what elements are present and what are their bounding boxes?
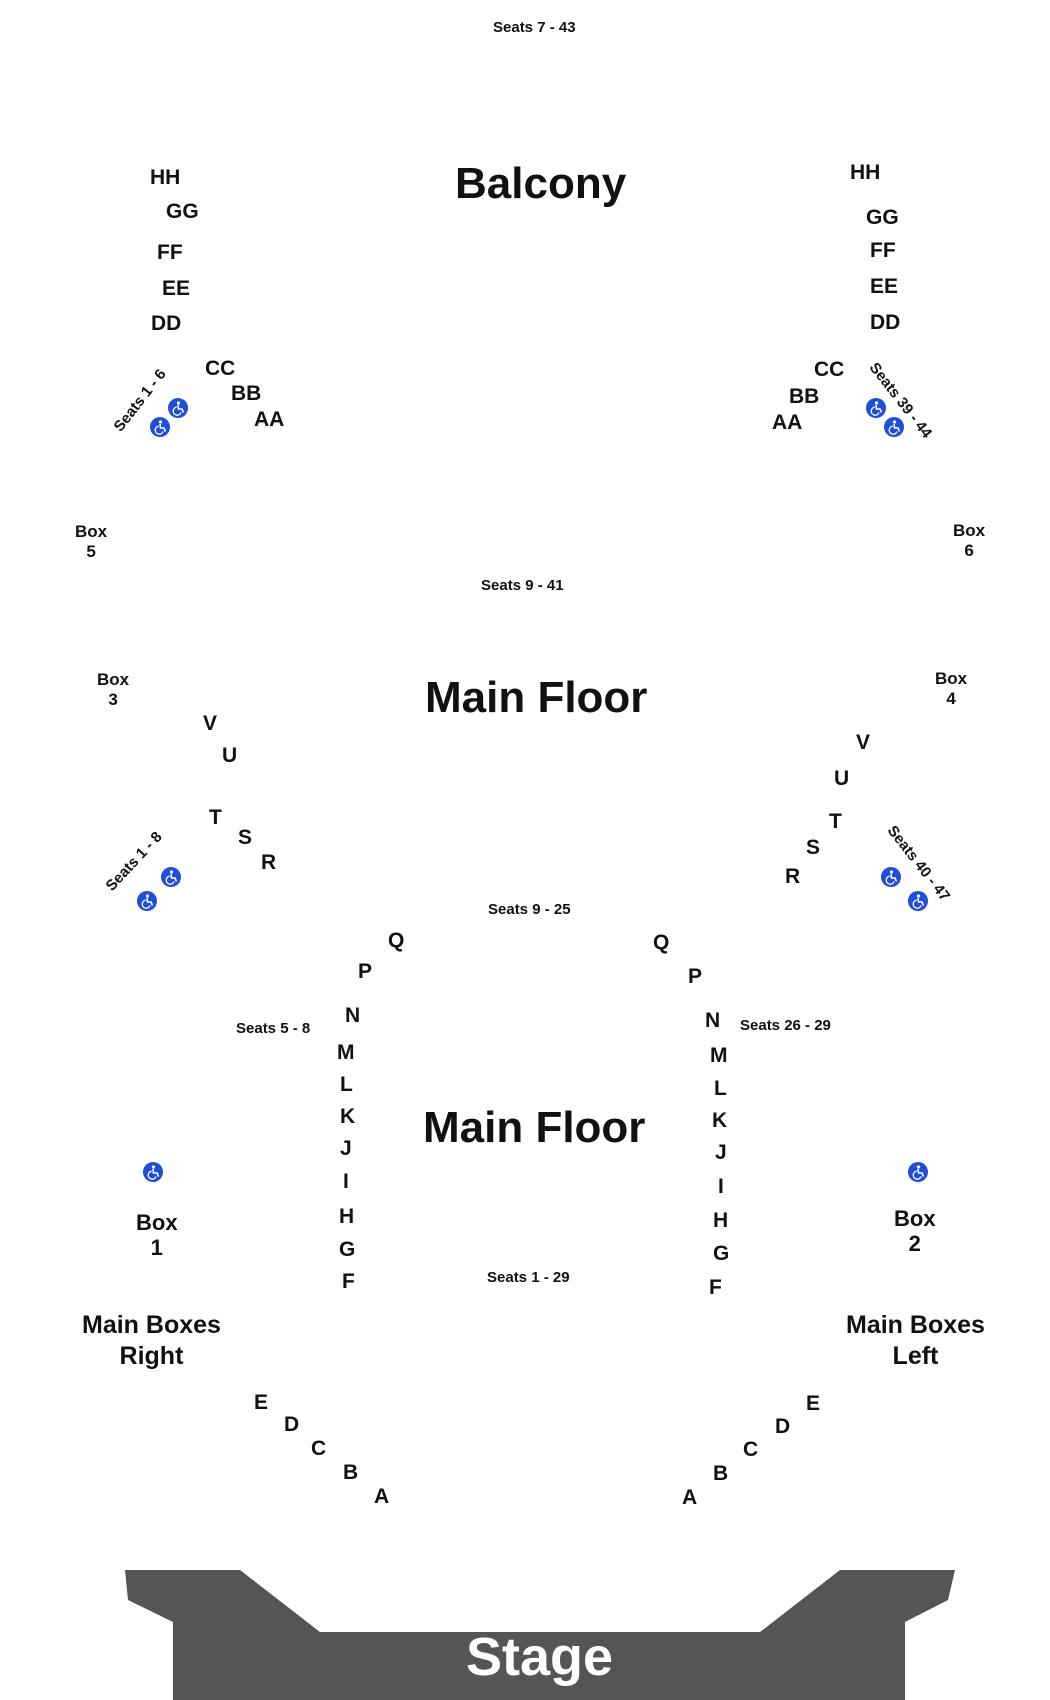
wheelchair-icon [866,398,886,418]
wheelchair-icon [908,891,928,911]
balcony-right-row-bb: BB [789,385,820,408]
lower-left-row-q: Q [388,929,405,952]
main-floor-upper-seats-top: Seats 9 - 41 [481,577,564,594]
lower-left-row-j: J [340,1137,352,1160]
front-left-row-d: D [284,1413,300,1436]
upper-left-row-t: T [209,806,222,829]
lower-right-row-j: J [715,1141,727,1164]
main-floor-lower-seats-left: Seats 5 - 8 [236,1020,311,1037]
balcony-left-row-dd: DD [151,312,182,335]
balcony-right-row-gg: GG [866,206,899,229]
lower-right-row-n: N [705,1009,721,1032]
lower-left-row-n: N [345,1004,361,1027]
upper-left-row-r: R [261,851,277,874]
main-floor-upper-title: Main Floor [425,673,648,722]
front-right-row-d: D [775,1415,791,1438]
lower-left-row-f: F [342,1270,355,1293]
balcony-right-row-cc: CC [814,358,845,381]
lower-right-row-k: K [712,1109,728,1132]
balcony-right-row-aa: AA [772,411,803,434]
main-floor-lower-seats-bottom: Seats 1 - 29 [487,1269,570,1286]
lower-left-row-g: G [339,1238,356,1261]
wheelchair-icon [908,1162,928,1182]
lower-left-row-i: I [343,1170,349,1193]
balcony-left-row-aa: AA [254,408,285,431]
wheelchair-icon [881,867,901,887]
upper-right-row-t: T [829,810,842,833]
lower-right-row-h: H [713,1209,729,1232]
upper-left-row-v: V [203,712,218,735]
lower-right-row-g: G [713,1242,730,1265]
upper-right-row-u: U [834,767,850,790]
balcony-left-row-cc: CC [205,357,236,380]
wheelchair-icon [884,417,904,437]
balcony-seats-top: Seats 7 - 43 [493,19,576,36]
lower-left-row-h: H [339,1205,355,1228]
wheelchair-icon [161,867,181,887]
lower-right-row-m: M [710,1044,728,1067]
front-left-row-b: B [343,1461,359,1484]
upper-right-row-s: S [806,836,821,859]
upper-left-row-s: S [238,826,253,849]
lower-right-row-f: F [709,1276,722,1299]
balcony-right-row-dd: DD [870,311,901,334]
balcony-left-row-hh: HH [150,166,181,189]
front-left-row-a: A [374,1485,390,1508]
balcony-left-row-gg: GG [166,200,199,223]
balcony-right-row-ff: FF [870,239,896,262]
front-right-row-e: E [806,1392,821,1415]
lower-right-row-p: P [688,965,703,988]
balcony-left-row-bb: BB [231,382,262,405]
lower-left-row-l: L [340,1073,353,1096]
front-right-row-b: B [713,1462,729,1485]
balcony-left-row-ff: FF [157,241,183,264]
balcony-title: Balcony [455,159,627,208]
lower-left-row-m: M [337,1041,355,1064]
front-right-row-a: A [682,1486,698,1509]
wheelchair-icon [150,417,170,437]
stage-label: Stage [466,1627,614,1687]
balcony-left-row-ee: EE [162,277,191,300]
front-left-row-c: C [311,1437,327,1460]
lower-right-row-i: I [718,1175,724,1198]
wheelchair-icon [137,891,157,911]
lower-left-row-k: K [340,1105,356,1128]
front-left-row-e: E [254,1391,269,1414]
main-floor-lower-title: Main Floor [423,1103,646,1152]
balcony-right-row-hh: HH [850,161,881,184]
front-right-row-c: C [743,1438,759,1461]
wheelchair-icon [168,398,188,418]
lower-left-row-p: P [358,960,373,983]
main-floor-lower-seats-right: Seats 26 - 29 [740,1017,831,1034]
balcony-right-row-ee: EE [870,275,899,298]
lower-right-row-q: Q [653,931,670,954]
lower-right-row-l: L [714,1077,727,1100]
main-floor-lower-seats-top: Seats 9 - 25 [488,901,571,918]
upper-right-row-v: V [856,731,871,754]
upper-right-row-r: R [785,865,801,888]
wheelchair-icon [143,1162,163,1182]
upper-left-row-u: U [222,744,238,767]
